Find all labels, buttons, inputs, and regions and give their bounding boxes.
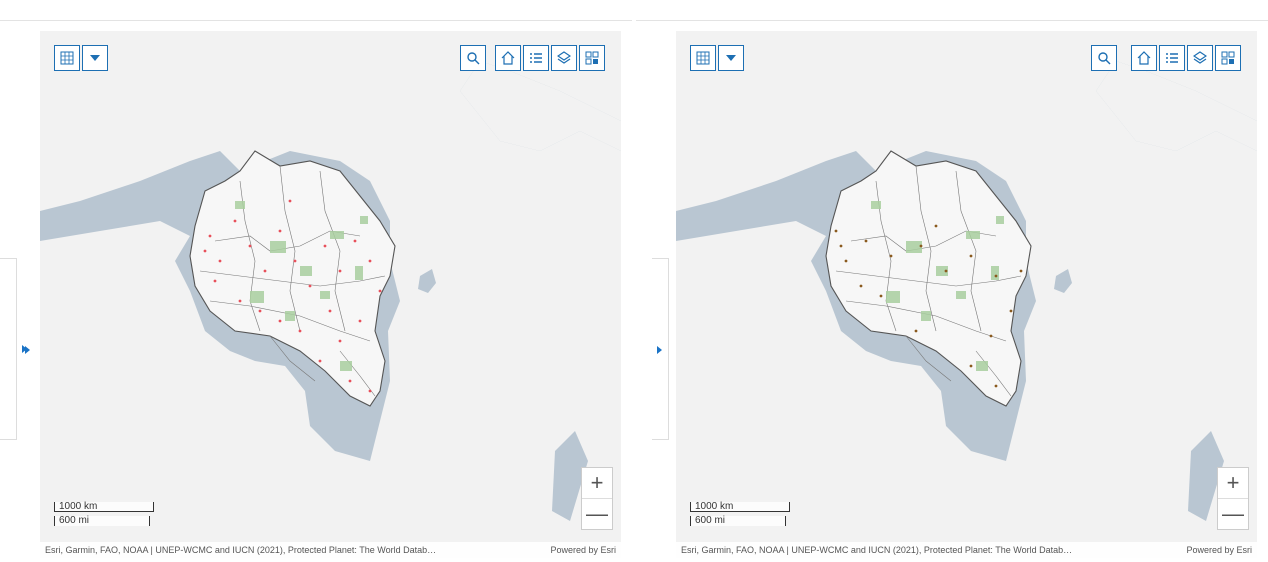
basemap-dropdown[interactable] (718, 45, 744, 71)
right-lake (1054, 269, 1072, 293)
home-button[interactable] (495, 45, 521, 71)
right-map-panel: 1000 km 600 mi + — Esri, Garmin, FAO, NO… (636, 0, 1268, 562)
basemap-button[interactable] (54, 45, 80, 71)
scale-km-label: 1000 km (690, 502, 790, 512)
home-icon (1137, 51, 1151, 65)
home-icon (501, 51, 515, 65)
left-expand-tab[interactable] (0, 258, 27, 440)
chevron-down-icon (726, 55, 736, 61)
basemap-button[interactable] (690, 45, 716, 71)
scale-bar: 1000 km 600 mi (690, 502, 790, 530)
scale-km-label: 1000 km (54, 502, 154, 512)
home-button[interactable] (1131, 45, 1157, 71)
search-icon (1098, 52, 1111, 65)
chevron-down-icon (90, 55, 100, 61)
qr-code-icon (1221, 51, 1235, 65)
legend-icon (530, 53, 542, 63)
scale-mi-label: 600 mi (690, 516, 786, 526)
search-button[interactable] (460, 45, 486, 71)
layers-button[interactable] (551, 45, 577, 71)
qr-code-icon (585, 51, 599, 65)
left-map-view[interactable]: 1000 km 600 mi + — Esri, Garmin, FAO, NO… (40, 31, 621, 558)
basemap-dropdown[interactable] (82, 45, 108, 71)
left-map-panel: 1000 km 600 mi + — Esri, Garmin, FAO, NO… (0, 0, 632, 562)
zoom-out-button[interactable]: — (582, 498, 612, 529)
layers-icon (1193, 51, 1207, 64)
right-panel-header (636, 0, 1268, 21)
basemap-gallery-icon (60, 51, 74, 65)
legend-button[interactable] (523, 45, 549, 71)
left-madagascar (552, 431, 588, 521)
right-madagascar (1188, 431, 1224, 521)
right-panel-expand-icon[interactable] (657, 346, 662, 354)
attribution-bar: Esri, Garmin, FAO, NOAA | UNEP-WCMC and … (676, 542, 1257, 558)
right-map-view[interactable]: 1000 km 600 mi + — Esri, Garmin, FAO, NO… (676, 31, 1257, 558)
search-icon (467, 52, 480, 65)
left-panel-expand-icon[interactable] (25, 346, 30, 354)
left-basemap (40, 31, 621, 558)
attribution-text[interactable]: Esri, Garmin, FAO, NOAA | UNEP-WCMC and … (45, 545, 437, 555)
right-basemap (676, 31, 1257, 558)
powered-by-esri[interactable]: Powered by Esri (1186, 545, 1252, 555)
attribution-text[interactable]: Esri, Garmin, FAO, NOAA | UNEP-WCMC and … (681, 545, 1073, 555)
left-lake (418, 269, 436, 293)
zoom-in-button[interactable]: + (1226, 470, 1240, 495)
attribution-bar: Esri, Garmin, FAO, NOAA | UNEP-WCMC and … (40, 542, 621, 558)
qr-code-button[interactable] (1215, 45, 1241, 71)
legend-icon (1166, 53, 1178, 63)
left-study-region (189, 150, 396, 407)
powered-by-esri[interactable]: Powered by Esri (550, 545, 616, 555)
zoom-controls: + — (581, 467, 613, 530)
basemap-gallery-icon (696, 51, 710, 65)
scale-bar: 1000 km 600 mi (54, 502, 154, 530)
zoom-out-button[interactable]: — (1218, 498, 1248, 529)
qr-code-button[interactable] (579, 45, 605, 71)
left-expand-arrow-icon (22, 345, 27, 353)
layers-icon (557, 51, 571, 64)
search-button[interactable] (1091, 45, 1117, 71)
zoom-controls: + — (1217, 467, 1249, 530)
zoom-in-button[interactable]: + (590, 470, 604, 495)
left-panel-header (0, 0, 632, 21)
layers-button[interactable] (1187, 45, 1213, 71)
scale-mi-label: 600 mi (54, 516, 150, 526)
legend-button[interactable] (1159, 45, 1185, 71)
right-study-region (825, 150, 1032, 407)
